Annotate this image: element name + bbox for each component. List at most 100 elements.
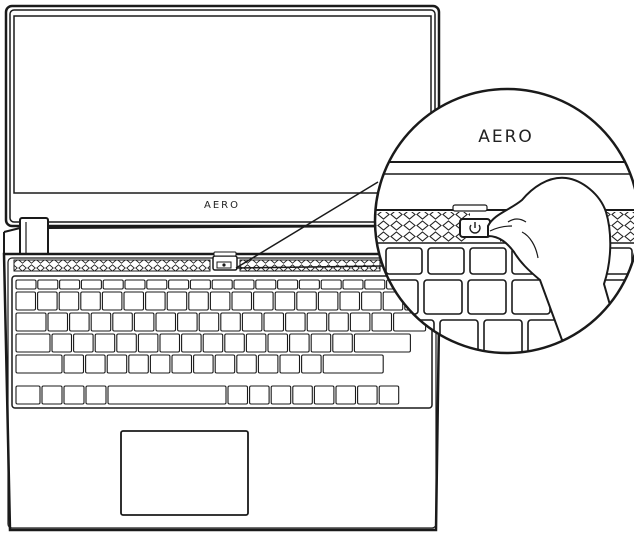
keyboard-key	[85, 385, 107, 405]
keyboard-key	[171, 354, 193, 374]
zoom-power-button[interactable]	[459, 218, 491, 238]
keyboard-key	[353, 333, 411, 353]
keyboard-key	[123, 291, 145, 311]
zoom-keyboard-key	[423, 279, 463, 315]
display-panel	[13, 15, 432, 194]
keyboard-key	[296, 291, 317, 311]
zoom-keyboard-key	[385, 247, 423, 275]
led-indicator	[213, 251, 237, 257]
finger-pressing-icon	[487, 176, 622, 341]
keyboard-key	[257, 354, 279, 374]
keyboard-key	[177, 312, 198, 332]
keyboard-key	[214, 354, 236, 374]
keyboard-key	[73, 333, 94, 353]
keyboard-key	[317, 291, 339, 311]
keyboard-key	[255, 279, 277, 290]
keyboard-key	[292, 385, 313, 405]
power-icon	[222, 263, 226, 267]
keyboard-key	[15, 333, 51, 353]
keyboard-key	[124, 279, 146, 290]
zoom-keyboard-key	[469, 247, 507, 275]
keyboard-key	[189, 279, 211, 290]
keyboard-key	[198, 312, 220, 332]
keyboard-key	[227, 385, 249, 405]
keyboard-key	[224, 333, 245, 353]
zoom-speaker-grille	[375, 212, 470, 242]
keyboard-key	[37, 291, 58, 311]
keyboard-key	[102, 279, 124, 290]
keyboard-key	[301, 354, 322, 374]
keyboard-key	[364, 279, 386, 290]
keyboard-key	[371, 312, 393, 332]
keyboard-key	[378, 385, 400, 405]
power-button[interactable]	[212, 255, 238, 271]
keyboard-key	[80, 279, 102, 290]
keyboard-key	[59, 279, 81, 290]
keyboard-key	[193, 354, 214, 374]
touchpad[interactable]	[120, 430, 249, 516]
keyboard-key	[15, 354, 63, 374]
keyboard-key	[90, 312, 112, 332]
keyboard-key	[306, 312, 328, 332]
keyboard-key	[249, 385, 270, 405]
keyboard-key	[279, 354, 301, 374]
keyboard-key	[63, 354, 85, 374]
hinge-left	[19, 217, 49, 257]
keyboard-key	[236, 354, 257, 374]
keyboard-key	[145, 291, 166, 311]
keyboard-key	[15, 291, 37, 311]
keyboard-key	[37, 279, 59, 290]
laptop-base	[2, 251, 442, 532]
keyboard-key	[289, 333, 310, 353]
keyboard-key	[15, 385, 41, 405]
keyboard-key	[69, 312, 90, 332]
keyboard-key	[274, 291, 296, 311]
keyboard-key	[47, 312, 69, 332]
keyboard-key	[15, 312, 47, 332]
keyboard-key	[220, 312, 241, 332]
keyboard-key	[15, 279, 37, 290]
speaker-grille-left	[13, 259, 211, 272]
keyboard-key	[80, 291, 101, 311]
zoom-keyboard-key	[615, 319, 634, 353]
keyboard-key	[51, 333, 73, 353]
keyboard-key	[159, 333, 181, 353]
keyboard	[15, 279, 432, 405]
keyboard-key	[270, 385, 292, 405]
keyboard-key	[285, 312, 306, 332]
keyboard-key	[231, 291, 253, 311]
keyboard-key	[146, 279, 168, 290]
keyboard-key	[320, 279, 342, 290]
zoom-keyboard-key	[427, 247, 465, 275]
keyboard-key	[149, 354, 171, 374]
screen-logo: AERO	[204, 200, 240, 211]
speaker-grille-right	[239, 259, 381, 272]
keyboard-key	[133, 312, 155, 332]
zoom-logo: AERO	[478, 127, 534, 147]
zoom-circle	[373, 87, 634, 355]
keyboard-key	[263, 312, 285, 332]
power-icon	[469, 222, 481, 234]
keyboard-key	[310, 333, 332, 353]
keyboard-key	[335, 385, 357, 405]
keyboard-key	[322, 354, 384, 374]
zoom-led-indicator	[452, 204, 488, 212]
keyboard-key	[332, 333, 353, 353]
keyboard-key	[181, 333, 202, 353]
keyboard-key	[41, 385, 63, 405]
zoom-callout: AERO	[235, 87, 634, 355]
keyboard-key	[277, 279, 299, 290]
keyboard-key	[188, 291, 209, 311]
keyboard-key	[101, 291, 123, 311]
keyboard-key	[128, 354, 149, 374]
laptop-lid: AERO	[4, 4, 441, 228]
keyboard-key	[298, 279, 320, 290]
zoom-keyboard-key	[467, 279, 507, 315]
keyboard-key	[116, 333, 137, 353]
keyboard-key	[94, 333, 116, 353]
keyboard-key	[209, 291, 231, 311]
keyboard-key	[137, 333, 159, 353]
keyboard-key	[267, 333, 289, 353]
